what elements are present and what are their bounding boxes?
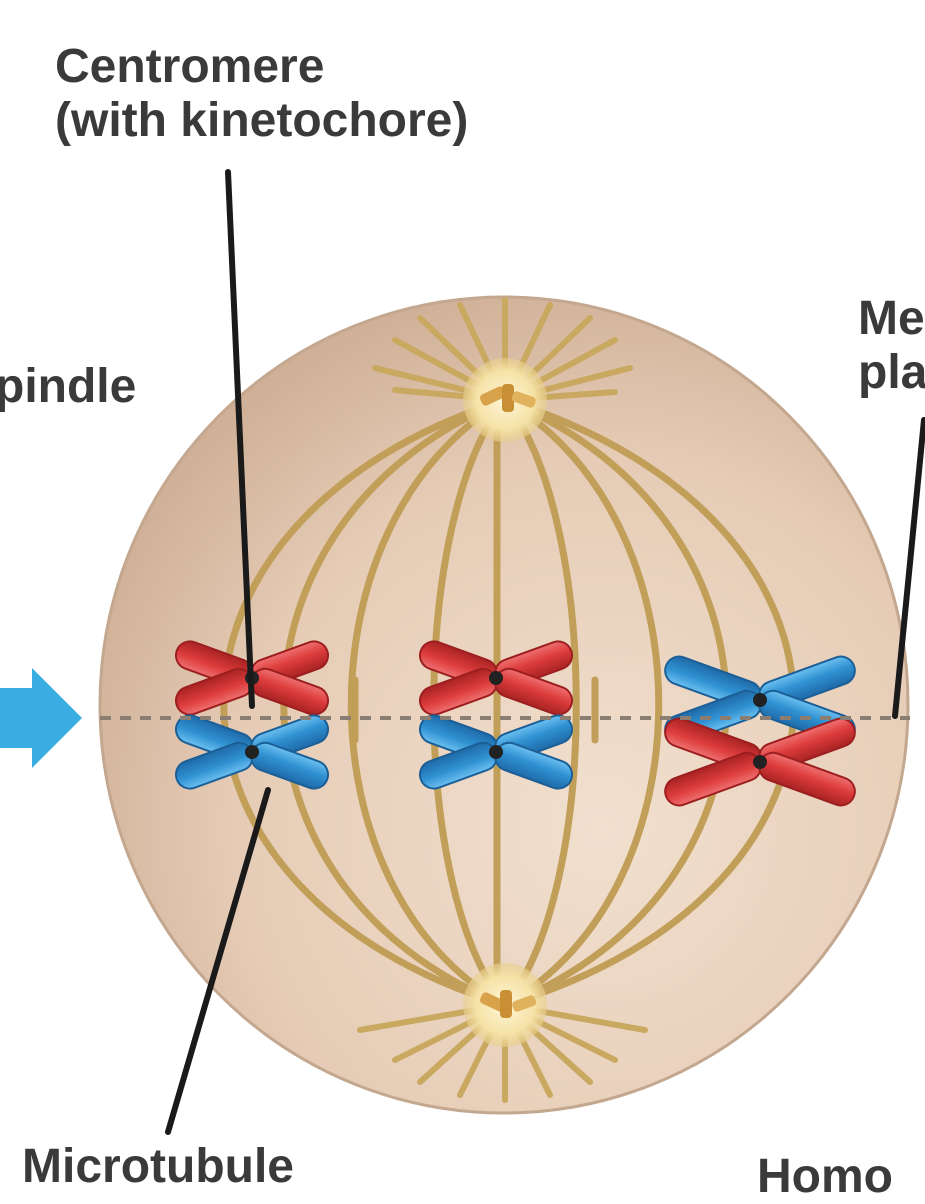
centromere-label: Centromere (with kinetochore) [55,40,469,147]
kinetochore [753,693,767,707]
kinetochore [753,755,767,769]
metaphase-plate-pointer-line [892,417,925,719]
centromere-pointer-line [225,169,255,709]
kinetochore [245,745,259,759]
microtubule-label: Microtubule [22,1140,294,1193]
centrosome-top [463,358,547,442]
kinetochore [489,745,503,759]
spindle-label: pindle [0,360,137,413]
kinetochore [489,671,503,685]
microtubule-pointer-line [165,787,271,1135]
metaphase-plate-label: Me pla [858,292,925,399]
centrosome-bottom [463,963,547,1047]
homologous-label: Homo [757,1150,893,1203]
right-arrow-icon [0,668,82,768]
chromosomes [174,640,856,807]
cell-body [98,295,910,1115]
